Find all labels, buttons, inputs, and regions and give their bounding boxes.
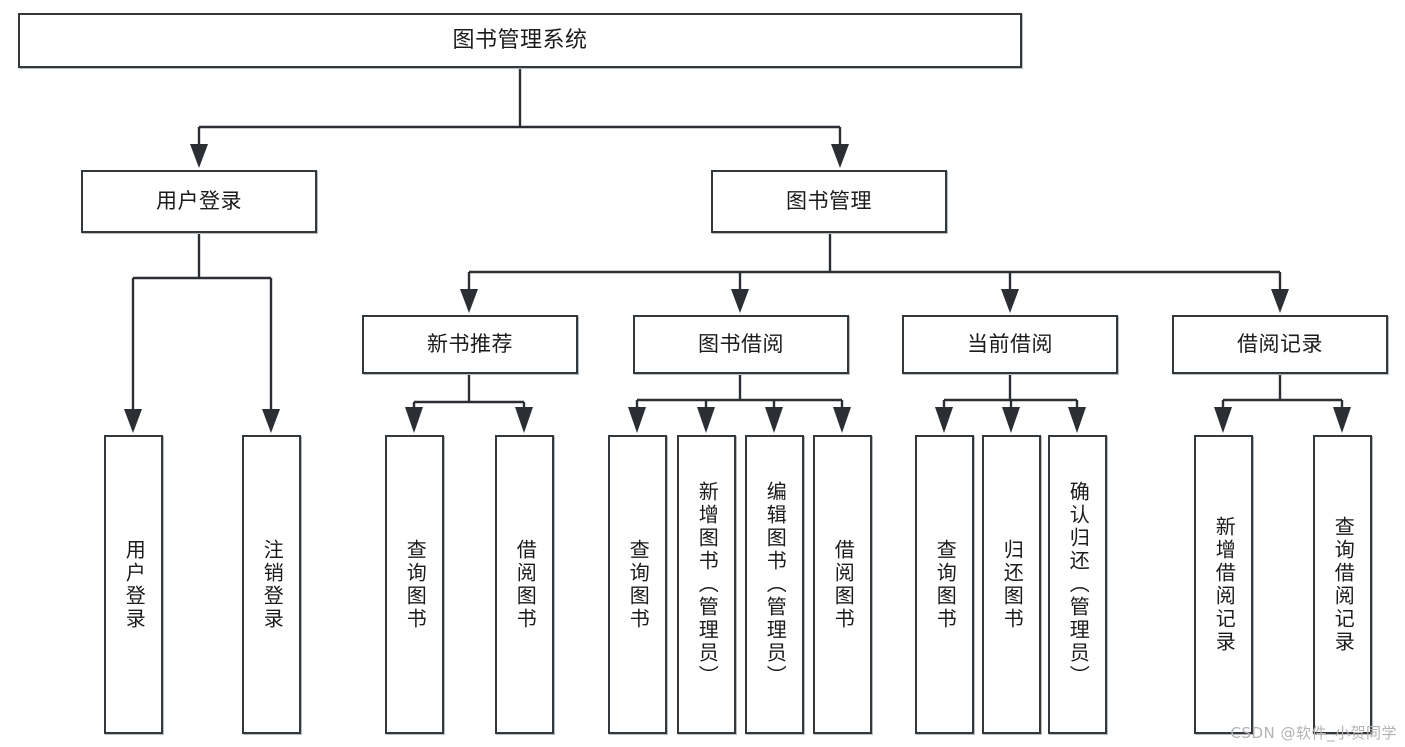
node-leaf-return-book[interactable]: 归还图书 (982, 435, 1041, 734)
arrowhead-leaf-add-record (1214, 407, 1232, 433)
node-leaf-query-book-2-label: 查询图书 (626, 538, 651, 631)
node-user-login-label: 用户登录 (156, 189, 242, 214)
node-leaf-confirm-return[interactable]: 确认归还（管理员） (1048, 435, 1107, 734)
arrowhead-leaf-user-login (124, 409, 142, 433)
arrowhead-leaf-borrow-book-1 (515, 407, 533, 433)
node-book-management-label: 图书管理 (786, 189, 872, 214)
arrowhead-leaf-query-record (1333, 407, 1351, 433)
node-book-management[interactable]: 图书管理 (711, 170, 947, 233)
node-leaf-borrow-book-1[interactable]: 借阅图书 (495, 435, 554, 734)
node-leaf-query-record-label: 查询借阅记录 (1331, 515, 1356, 654)
node-borrow-record[interactable]: 借阅记录 (1172, 315, 1388, 374)
arrowhead-new-book-recommend (460, 289, 478, 313)
node-current-borrow[interactable]: 当前借阅 (902, 315, 1118, 374)
node-leaf-add-book[interactable]: 新增图书（管理员） (677, 435, 736, 734)
node-leaf-query-book-2[interactable]: 查询图书 (608, 435, 667, 734)
arrowhead-leaf-borrow-book-2 (833, 407, 851, 433)
node-leaf-user-login[interactable]: 用户登录 (104, 435, 163, 734)
node-leaf-return-book-label: 归还图书 (1000, 538, 1025, 631)
node-leaf-edit-book-label: 编辑图书（管理员） (763, 481, 788, 688)
node-new-book-recommend[interactable]: 新书推荐 (362, 315, 578, 374)
arrowhead-leaf-query-book-1 (405, 407, 423, 433)
arrowhead-leaf-add-book (697, 407, 715, 433)
node-leaf-add-record-label: 新增借阅记录 (1212, 515, 1237, 654)
node-leaf-query-book-3[interactable]: 查询图书 (915, 435, 974, 734)
node-borrow-record-label: 借阅记录 (1237, 332, 1323, 357)
node-leaf-query-book-1[interactable]: 查询图书 (385, 435, 444, 734)
node-leaf-confirm-return-label: 确认归还（管理员） (1066, 481, 1091, 688)
node-leaf-logout[interactable]: 注销登录 (242, 435, 301, 734)
arrowhead-leaf-return-book (1002, 407, 1020, 433)
node-leaf-query-book-1-label: 查询图书 (403, 538, 428, 631)
node-leaf-add-book-label: 新增图书（管理员） (695, 481, 720, 688)
node-leaf-user-login-label: 用户登录 (122, 538, 147, 631)
arrowhead-book-management (831, 144, 849, 168)
node-current-borrow-label: 当前借阅 (967, 332, 1053, 357)
node-leaf-borrow-book-2[interactable]: 借阅图书 (813, 435, 872, 734)
node-leaf-borrow-book-2-label: 借阅图书 (831, 538, 856, 631)
arrowhead-leaf-query-book-3 (935, 407, 953, 433)
node-leaf-add-record[interactable]: 新增借阅记录 (1194, 435, 1253, 734)
node-root-label: 图书管理系统 (452, 27, 588, 53)
arrowhead-leaf-edit-book (765, 407, 783, 433)
arrowhead-leaf-confirm-return (1068, 407, 1086, 433)
node-user-login[interactable]: 用户登录 (81, 170, 317, 233)
arrowhead-leaf-query-book-2 (628, 407, 646, 433)
node-leaf-edit-book[interactable]: 编辑图书（管理员） (745, 435, 804, 734)
arrowhead-leaf-logout (262, 409, 280, 433)
node-book-borrow-label: 图书借阅 (698, 332, 784, 357)
node-book-borrow[interactable]: 图书借阅 (633, 315, 849, 374)
node-leaf-logout-label: 注销登录 (260, 538, 285, 631)
arrowhead-borrow-record (1271, 289, 1289, 313)
arrowhead-user-login (190, 144, 208, 168)
node-root[interactable]: 图书管理系统 (18, 13, 1022, 68)
node-new-book-recommend-label: 新书推荐 (427, 332, 513, 357)
node-leaf-borrow-book-1-label: 借阅图书 (513, 538, 538, 631)
arrowhead-current-borrow (1001, 289, 1019, 313)
arrowhead-book-borrow (731, 289, 749, 313)
node-leaf-query-record[interactable]: 查询借阅记录 (1313, 435, 1372, 734)
node-leaf-query-book-3-label: 查询图书 (933, 538, 958, 631)
